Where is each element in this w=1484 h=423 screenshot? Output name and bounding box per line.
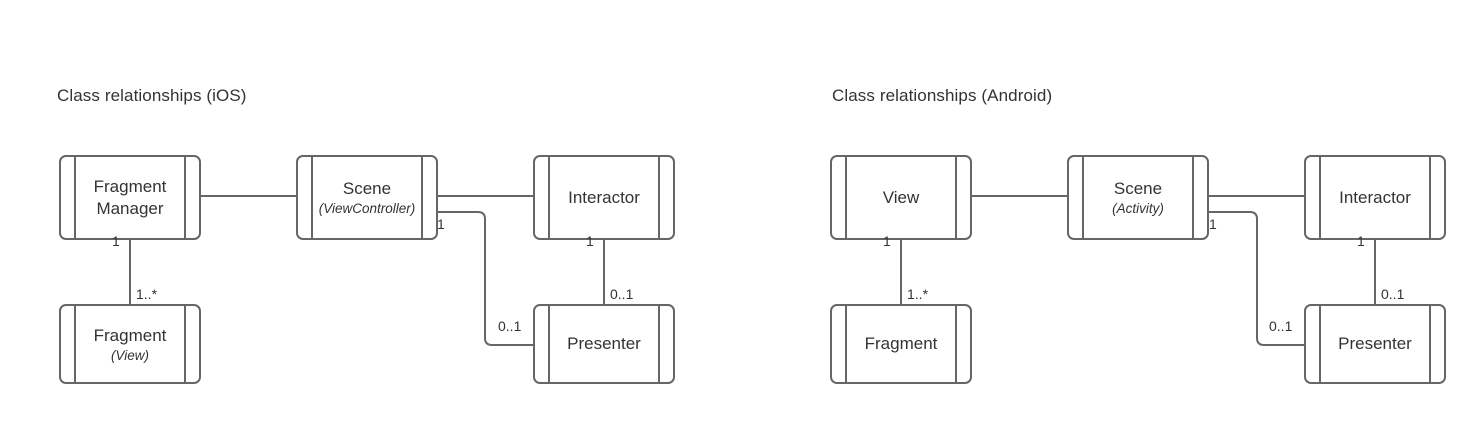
node-subtitle: (ViewController) bbox=[318, 201, 416, 216]
node-presenter-ios[interactable]: Presenter bbox=[533, 304, 675, 384]
connector-scene-to-presenter bbox=[430, 205, 540, 355]
node-scene-android[interactable]: Scene (Activity) bbox=[1067, 155, 1209, 240]
component-bar-left-icon bbox=[1319, 306, 1321, 382]
component-bar-right-icon bbox=[1192, 157, 1194, 238]
node-title: Interactor bbox=[1339, 187, 1411, 207]
component-bar-left-icon bbox=[548, 157, 550, 238]
node-fragment-manager[interactable]: Fragment Manager bbox=[59, 155, 201, 240]
component-bar-right-icon bbox=[184, 157, 186, 238]
node-title: Fragment bbox=[93, 325, 167, 345]
component-bar-right-icon bbox=[955, 157, 957, 238]
component-bar-right-icon bbox=[955, 306, 957, 382]
component-bar-right-icon bbox=[421, 157, 423, 238]
component-bar-left-icon bbox=[548, 306, 550, 382]
connector-scene-to-presenter bbox=[1202, 205, 1312, 355]
connector-view-to-scene bbox=[971, 195, 1068, 197]
component-bar-left-icon bbox=[74, 157, 76, 238]
node-subtitle: (Activity) bbox=[1112, 201, 1164, 216]
node-view-android[interactable]: View bbox=[830, 155, 972, 240]
node-title: Interactor bbox=[568, 187, 640, 207]
multiplicity-fragment-android: 1..* bbox=[907, 286, 929, 302]
group-title-android: Class relationships (Android) bbox=[832, 86, 1053, 105]
component-bar-left-icon bbox=[1319, 157, 1321, 238]
connector-scene-to-interactor bbox=[436, 195, 534, 197]
node-fragment-ios[interactable]: Fragment (View) bbox=[59, 304, 201, 384]
component-bar-right-icon bbox=[184, 306, 186, 382]
component-bar-left-icon bbox=[1082, 157, 1084, 238]
multiplicity-scene-to-presenter-source: 1 bbox=[437, 216, 445, 232]
node-title: Presenter bbox=[567, 334, 641, 353]
node-title: Scene bbox=[342, 179, 392, 198]
connector-view-to-fragment bbox=[900, 239, 902, 304]
node-title: Fragment bbox=[864, 334, 938, 353]
component-bar-right-icon bbox=[1429, 306, 1431, 382]
diagram-group-android: Class relationships (Android) View Scene… bbox=[772, 0, 1484, 423]
multiplicity-presenter-ios: 0..1 bbox=[610, 286, 634, 302]
connector-scene-to-interactor bbox=[1208, 195, 1305, 197]
node-title: View bbox=[882, 187, 920, 207]
component-bar-right-icon bbox=[658, 157, 660, 238]
multiplicity-interactor-ios: 1 bbox=[586, 233, 594, 249]
multiplicity-scene-to-presenter-target: 0..1 bbox=[498, 318, 522, 334]
multiplicity-view-android: 1 bbox=[883, 233, 891, 249]
multiplicity-fragment-manager: 1 bbox=[112, 233, 120, 249]
node-presenter-android[interactable]: Presenter bbox=[1304, 304, 1446, 384]
connector-fragment-manager-to-scene bbox=[200, 195, 297, 197]
node-scene-ios[interactable]: Scene (ViewController) bbox=[296, 155, 438, 240]
component-bar-left-icon bbox=[74, 306, 76, 382]
multiplicity-presenter-android: 0..1 bbox=[1381, 286, 1405, 302]
multiplicity-scene-to-presenter-source: 1 bbox=[1209, 216, 1217, 232]
component-bar-right-icon bbox=[1429, 157, 1431, 238]
multiplicity-fragment-ios: 1..* bbox=[136, 286, 158, 302]
multiplicity-scene-to-presenter-target: 0..1 bbox=[1269, 318, 1293, 334]
diagram-group-ios: Class relationships (iOS) Fragment Manag… bbox=[57, 86, 675, 384]
connector-interactor-to-presenter bbox=[1374, 239, 1376, 304]
multiplicity-interactor-android: 1 bbox=[1357, 233, 1365, 249]
connector-fragment-manager-to-fragment bbox=[129, 239, 131, 304]
connector-interactor-to-presenter bbox=[603, 239, 605, 304]
group-title-ios: Class relationships (iOS) bbox=[57, 86, 247, 105]
node-title: Fragment Manager bbox=[93, 176, 167, 218]
component-bar-left-icon bbox=[845, 306, 847, 382]
component-bar-right-icon bbox=[658, 306, 660, 382]
component-bar-left-icon bbox=[311, 157, 313, 238]
node-subtitle: (View) bbox=[110, 347, 149, 363]
node-interactor-android[interactable]: Interactor bbox=[1304, 155, 1446, 240]
node-title: Scene bbox=[1113, 179, 1163, 198]
node-interactor-ios[interactable]: Interactor bbox=[533, 155, 675, 240]
node-title: Presenter bbox=[1338, 334, 1412, 353]
node-fragment-android[interactable]: Fragment bbox=[830, 304, 972, 384]
component-bar-left-icon bbox=[845, 157, 847, 238]
